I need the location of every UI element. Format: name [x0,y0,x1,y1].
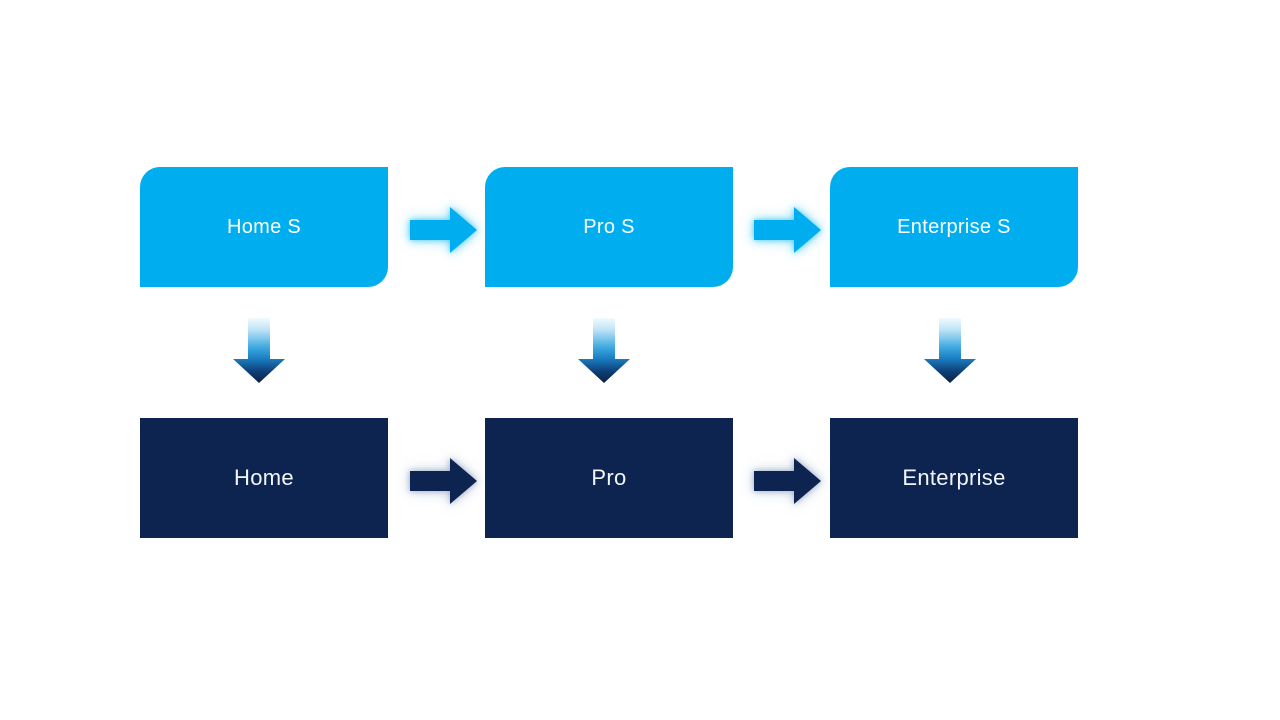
right-arrow-icon [754,207,821,253]
node-enterprise-s: Enterprise S [830,167,1078,287]
node-home-s-label: Home S [226,215,302,238]
right-arrow-icon [754,458,821,504]
node-enterprise-label: Enterprise [902,465,1006,490]
node-enterprise: Enterprise [830,418,1078,538]
down-arrow-icon [233,318,285,383]
down-arrow-icon [924,318,976,383]
node-home-s: Home S [140,167,388,287]
node-pro-s-label: Pro S [583,215,635,238]
right-arrow-icon [410,207,477,253]
node-home-label: Home [234,465,294,490]
node-pro-label: Pro [591,465,627,490]
down-arrow-icon [578,318,630,383]
node-home: Home [140,418,388,538]
node-pro: Pro [485,418,733,538]
right-arrow-icon [410,458,477,504]
node-pro-s: Pro S [485,167,733,287]
node-enterprise-s-label: Enterprise S [897,215,1011,238]
